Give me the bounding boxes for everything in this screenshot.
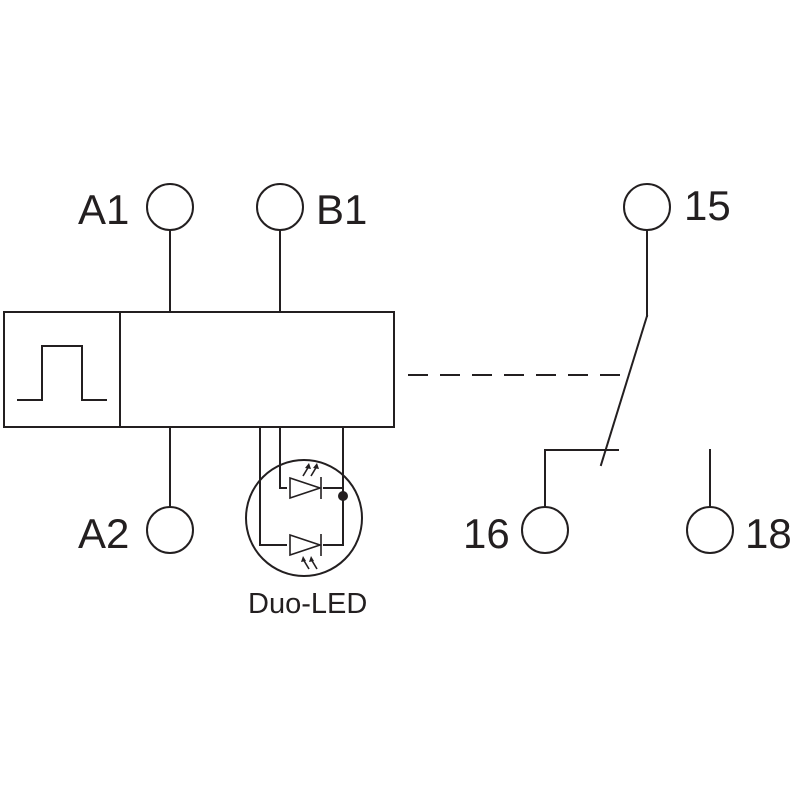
changeover-contact-icon: [544, 229, 711, 507]
led-diode-upper: [289, 476, 323, 500]
terminal-16: [521, 506, 569, 554]
led-lower-ray-tip-2: [309, 556, 314, 562]
label-18: 18: [745, 510, 792, 557]
timer-function-box: [3, 311, 121, 428]
label-a2: A2: [78, 510, 129, 557]
pulse-waveform-icon: [17, 345, 107, 401]
terminal-a2: [146, 506, 194, 554]
label-b1: B1: [316, 186, 367, 233]
terminal-18: [686, 506, 734, 554]
led-diode-lower: [289, 533, 323, 557]
terminal-a1: [146, 183, 194, 231]
led-lower-ray-tip-1: [301, 556, 306, 562]
led-wire-inner: [279, 426, 287, 489]
label-16: 16: [463, 510, 510, 557]
duo-led-icon: [245, 426, 363, 577]
relay-body: [3, 311, 395, 428]
relay-coil-box: [119, 311, 395, 428]
led-wire-outer: [259, 426, 287, 546]
terminal-15: [623, 183, 671, 231]
label-a1: A1: [78, 186, 129, 233]
led-upper-ray-tip-2: [313, 463, 319, 469]
led-upper-ray-tip-1: [305, 463, 311, 469]
terminal-b1: [256, 183, 304, 231]
wire-16: [544, 449, 619, 507]
contact-blade: [599, 314, 649, 467]
label-15: 15: [684, 182, 731, 229]
led-junction-dot: [338, 491, 348, 501]
label-duo-led: Duo-LED: [248, 588, 367, 620]
